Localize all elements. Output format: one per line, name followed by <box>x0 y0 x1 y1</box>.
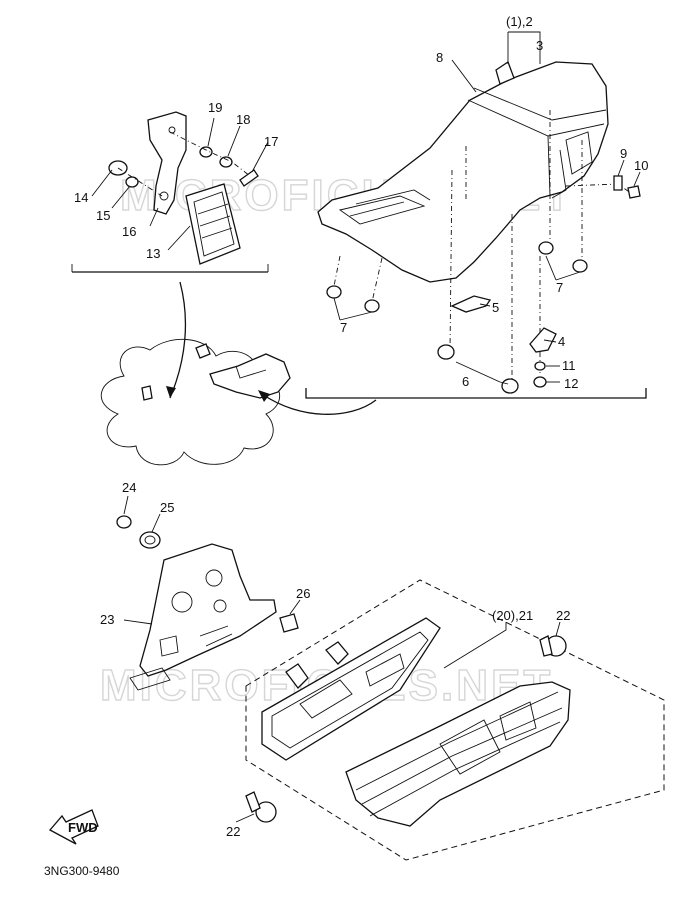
tail-light-assembly <box>245 579 665 861</box>
label-14: 14 <box>74 190 88 205</box>
frame-outline <box>100 338 291 466</box>
license-bracket <box>139 543 277 677</box>
label-15: 15 <box>96 208 110 223</box>
label-20-21: (20),21 <box>492 608 533 623</box>
label-18: 18 <box>236 112 250 127</box>
label-13: 13 <box>146 246 160 261</box>
seat <box>317 61 609 283</box>
reflector-inset <box>71 111 269 273</box>
label-10: 10 <box>634 158 648 173</box>
label-3: 3 <box>536 38 543 53</box>
label-24: 24 <box>122 480 136 495</box>
label-23: 23 <box>100 612 114 627</box>
label-22a: 22 <box>556 608 570 623</box>
label-4: 4 <box>558 334 565 349</box>
license-bracket-group <box>116 515 299 691</box>
part-labels: (1),2 3 8 9 10 7 7 5 4 11 12 6 19 18 17 … <box>74 14 648 839</box>
seat-hardware <box>326 175 641 394</box>
label-26: 26 <box>296 586 310 601</box>
label-11: 11 <box>562 358 576 373</box>
label-8: 8 <box>436 50 443 65</box>
reflector-bracket <box>147 111 187 215</box>
label-6: 6 <box>462 374 469 389</box>
label-19: 19 <box>208 100 222 115</box>
label-7a: 7 <box>340 320 347 335</box>
tail-lens <box>345 681 571 827</box>
label-7b: 7 <box>556 280 563 295</box>
label-5: 5 <box>492 300 499 315</box>
label-22b: 22 <box>226 824 240 839</box>
label-25: 25 <box>160 500 174 515</box>
forward-arrow: FWD <box>48 809 99 845</box>
reflector <box>185 183 241 265</box>
label-1-2: (1),2 <box>506 14 533 29</box>
label-16: 16 <box>122 224 136 239</box>
diagram-code: 3NG300-9480 <box>44 864 120 878</box>
label-9: 9 <box>620 146 627 161</box>
svg-text:FWD: FWD <box>68 820 98 835</box>
label-17: 17 <box>264 134 278 149</box>
label-12: 12 <box>564 376 578 391</box>
